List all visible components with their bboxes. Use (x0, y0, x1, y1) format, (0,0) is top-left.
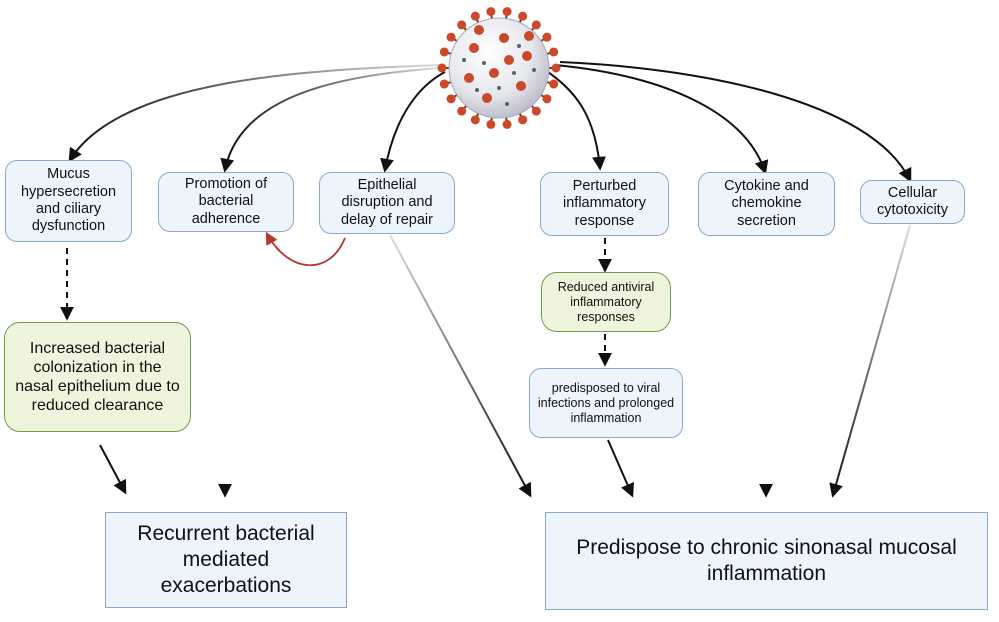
virus-surface-dot (505, 102, 509, 106)
virus-surface-protein (522, 51, 532, 61)
virus-spike-head (437, 63, 447, 73)
virus-spike-head (502, 7, 512, 17)
virus-surface-protein (516, 81, 526, 91)
reduced-antiviral-box: Reduced antiviral inflammatory responses (541, 272, 671, 332)
arrow-virus-to-cytokine (554, 64, 769, 175)
virus-surface-protein (469, 43, 479, 53)
virus-spike-head (542, 32, 552, 42)
perturbed-inflammatory-box: Perturbed inflammatory response (540, 172, 669, 236)
chronic-inflammation-box: Predispose to chronic sinonasal mucosal … (545, 512, 988, 610)
epithelial-disruption-box: Epithelial disruption and delay of repai… (319, 172, 455, 234)
virus-surface-dot (497, 86, 501, 90)
virus-surface-protein (504, 55, 514, 65)
arrow-colonization-to-recurrent (99, 444, 127, 495)
arrow-virus-to-perturbed (544, 69, 606, 171)
virus-surface-dot (532, 68, 536, 72)
recurrent-exacerbations-box: Recurrent bacterial mediated exacerbatio… (105, 512, 347, 608)
virus-surface-dot (475, 88, 479, 92)
virus-spike-head (531, 106, 541, 116)
virus-surface-dot (462, 58, 466, 62)
cellular-cytotoxicity-box: Cellular cytotoxicity (860, 180, 965, 224)
coronavirus-icon (437, 7, 561, 129)
virus-spike-head (542, 94, 552, 104)
virus-spike-head (486, 119, 496, 129)
arrow-predisposed-to-chronic (607, 439, 634, 498)
virus-surface-protein (464, 73, 474, 83)
virus-spike-head (457, 106, 467, 116)
virus-spike-head (470, 115, 480, 125)
virus-surface-dot (482, 61, 486, 65)
virus-spike-head (549, 79, 559, 89)
virus-spike-head (518, 11, 528, 21)
cytokine-secretion-box: Cytokine and chemokine secretion (698, 172, 835, 236)
virus-spike-head (446, 94, 456, 104)
arrow-virus-to-cytotoxicity (559, 61, 912, 183)
increased-colonization-box: Increased bacterial colonization in the … (4, 322, 191, 432)
virus-spike-head (549, 47, 559, 57)
virus-surface-protein (499, 33, 509, 43)
virus-surface-dot (517, 44, 521, 48)
arrow-epithelial-to-chronic (389, 234, 532, 498)
virus-surface-protein (482, 93, 492, 103)
dashed-arrows (60, 238, 612, 367)
virus-spike-head (457, 20, 467, 30)
arrow-virus-to-adherence (220, 67, 441, 173)
virus-spike-head (531, 20, 541, 30)
mucus-hypersecretion-box: Mucus hypersecretion and ciliary dysfunc… (5, 160, 132, 242)
result-arrows (99, 224, 911, 498)
virus-spike-head (551, 63, 561, 73)
arrow-virus-to-epithelial (380, 71, 446, 173)
virus-spike-head (502, 119, 512, 129)
virus-surface-protein (524, 31, 534, 41)
virus-surface-protein (489, 68, 499, 78)
virus-spike-head (439, 79, 449, 89)
virus-spike-head (486, 7, 496, 17)
arrow-virus-to-mucus (68, 64, 441, 163)
bacterial-adherence-box: Promotion of bacterial adherence (158, 172, 294, 232)
arrow-cytotoxicity-to-chronic (829, 224, 911, 498)
predisposed-viral-infections-box: predisposed to viral infections and prol… (529, 368, 683, 438)
virus-surface-dot (512, 71, 516, 75)
virus-surface-protein (474, 25, 484, 35)
virus-spike-head (518, 115, 528, 125)
virus-spike-head (439, 47, 449, 57)
arrow-epithelial-to-adherence (265, 231, 346, 267)
virus-spike-head (470, 11, 480, 21)
virus-spike-head (446, 32, 456, 42)
virus-arrows (68, 61, 912, 183)
